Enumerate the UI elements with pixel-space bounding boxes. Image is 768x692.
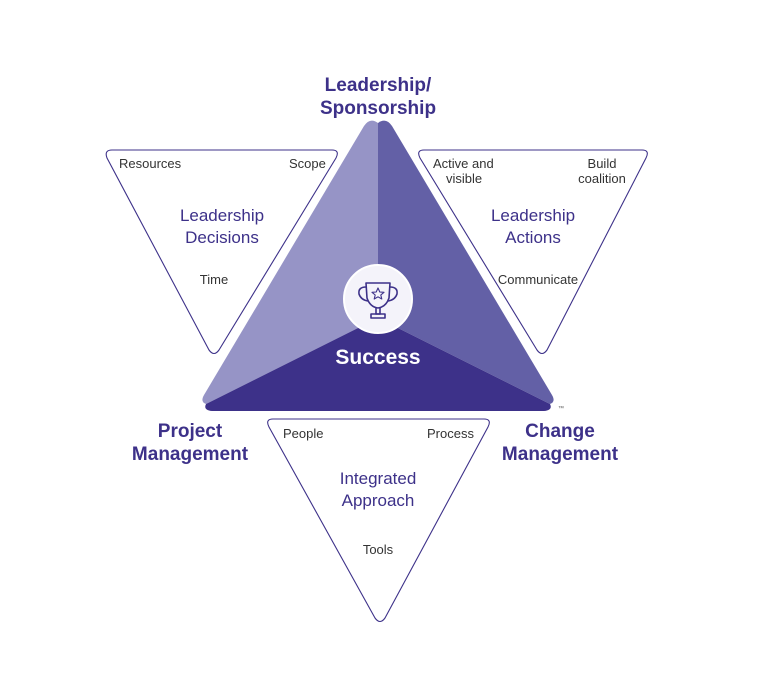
integrated-approach-outline — [267, 418, 490, 623]
leadership-sponsorship-line2: Sponsorship — [320, 98, 436, 119]
vertex-label-right: Change Management — [502, 421, 619, 465]
trophy-badge: Success — [335, 264, 421, 369]
item-tools: Tools — [363, 542, 394, 557]
leadership-sponsorship-line1: Leadership/ — [325, 75, 432, 96]
vertex-label-top: Leadership/ Sponsorship — [320, 75, 436, 119]
leadership-actions-outline — [418, 149, 648, 355]
vertex-label-left: Project Management — [132, 421, 249, 465]
leadership-actions-triangle: Active and visible Build coalition Leade… — [418, 149, 648, 355]
change-management-line1: Change — [525, 421, 595, 442]
integrated-approach-title-2: Approach — [342, 491, 415, 510]
leadership-decisions-title-2: Decisions — [185, 228, 259, 247]
project-management-line1: Project — [158, 421, 223, 442]
leadership-decisions-triangle: Resources Scope Leadership Decisions Tim… — [105, 149, 338, 355]
leadership-decisions-title-1: Leadership — [180, 206, 264, 225]
integrated-approach-title-1: Integrated — [340, 469, 417, 488]
leadership-decisions-outline — [105, 149, 338, 355]
item-people: People — [283, 426, 323, 441]
integrated-approach-triangle: People Process Integrated Approach Tools — [267, 418, 490, 623]
leadership-actions-title-2: Actions — [505, 228, 561, 247]
item-active-and: Active and — [433, 156, 494, 171]
item-time: Time — [200, 272, 228, 287]
item-coalition: coalition — [578, 171, 626, 186]
item-communicate: Communicate — [498, 272, 578, 287]
pyramid-face-left — [202, 120, 378, 404]
success-pyramid: ™ — [202, 120, 564, 412]
leadership-actions-title-1: Leadership — [491, 206, 575, 225]
trophy-icon — [358, 282, 398, 319]
item-resources: Resources — [119, 156, 182, 171]
trophy-circle — [343, 264, 413, 334]
change-management-line2: Management — [502, 444, 619, 465]
item-build: Build — [588, 156, 617, 171]
pyramid-face-right — [378, 120, 554, 404]
trademark-mark: ™ — [558, 405, 564, 412]
success-label: Success — [335, 346, 420, 369]
pyramid-face-bottom — [205, 318, 551, 411]
item-scope: Scope — [289, 156, 326, 171]
item-process: Process — [427, 426, 474, 441]
item-visible: visible — [446, 171, 482, 186]
project-management-line2: Management — [132, 444, 249, 465]
